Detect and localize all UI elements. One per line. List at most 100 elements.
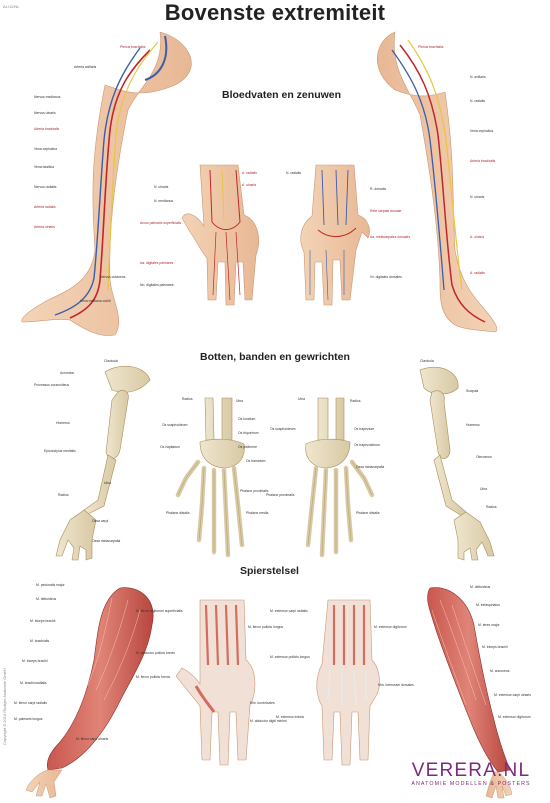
label: M. triceps brachii <box>22 659 48 663</box>
label: Arteria radialis <box>34 205 56 209</box>
label: M. triceps brachii <box>482 645 508 649</box>
label: Arteria ulnaris <box>34 225 55 229</box>
label: Os capitatum <box>160 445 180 449</box>
label: M. extensor carpi radialis <box>270 609 308 613</box>
brand-name: VERERA.NL <box>411 760 531 781</box>
label: M. abductor pollicis brevis <box>136 651 176 655</box>
label: Ulna <box>104 481 111 485</box>
label: N. axillaris <box>470 75 486 79</box>
label: Ulna <box>298 397 305 401</box>
bones-left-arm <box>55 365 151 561</box>
label: Ossa metacarpalia <box>92 539 121 543</box>
bones-right-hand <box>305 397 375 558</box>
label: M. abductor digiti minimi <box>250 719 287 723</box>
section-title-bones: Botten, banden en gewrichten <box>200 351 350 363</box>
blood-left-hand <box>181 164 259 306</box>
label: Radius <box>182 397 193 401</box>
label: Arcus palmaris superficialis <box>140 221 182 225</box>
page-title: Bovenste extremiteit <box>164 0 386 25</box>
label: Phalanx media <box>246 511 269 515</box>
blood-left-arm <box>21 31 192 336</box>
label: M. pectoralis major <box>36 583 65 587</box>
label: Phalanx proximalis <box>266 493 295 497</box>
label: Os lunatum <box>238 417 256 421</box>
label: N. radialis <box>286 171 302 175</box>
label: M. flexor pollicis longus <box>248 625 284 629</box>
label: M. extensor digitorum <box>498 715 531 719</box>
label: Vena cephalica <box>34 147 57 151</box>
label: Ossa metacarpalia <box>356 465 385 469</box>
label: Acromion <box>60 371 75 375</box>
label: N. ulnaris <box>154 185 169 189</box>
label: Os scaphoideum <box>270 427 296 431</box>
label: M. teres major <box>478 623 500 627</box>
label: Vena cephalica <box>470 129 493 133</box>
label: Nervus cutaneus <box>100 275 126 279</box>
label: Plexus brachialis <box>120 45 146 49</box>
label: Olecranon <box>476 455 492 459</box>
muscles-right-arm <box>427 587 513 799</box>
label: Os trapezium <box>354 427 375 431</box>
muscles-right-hand <box>316 599 380 766</box>
label: M. brachialis <box>30 639 50 643</box>
label: Phalanx distalis <box>356 511 380 515</box>
label: A. radialis <box>242 171 257 175</box>
section-title-blood-vessels: Bloedvaten en zenuwen <box>222 89 342 101</box>
label: Humerus <box>56 421 70 425</box>
label: Rete carpale dorsale <box>370 209 402 213</box>
label: Os hamatum <box>246 459 266 463</box>
label: Vena mediana cubiti <box>80 299 111 303</box>
label: M. flexor pollicis brevis <box>136 675 171 679</box>
label: A. radialis <box>470 271 485 275</box>
label: Epicondylus medialis <box>44 449 76 453</box>
label: Os trapezoideum <box>354 443 380 447</box>
label: M. infraspinatus <box>476 603 500 607</box>
label: M. extensor pollicis longus <box>270 655 310 659</box>
label: Radius <box>350 399 361 403</box>
bones-left-hand <box>175 397 245 558</box>
label: Radius <box>486 505 497 509</box>
label: Vena basilica <box>34 165 54 169</box>
label: Nn. digitales palmares <box>140 283 174 287</box>
label: Aa. metacarpales dorsales <box>370 235 411 239</box>
label: Mm. interossei dorsales <box>378 683 414 687</box>
label: A. ulnaris <box>470 235 485 239</box>
poster-code: AL/11/NL <box>3 4 20 9</box>
label: Arteria axillaris <box>74 65 97 69</box>
label: Nervus medianus <box>34 95 61 99</box>
label: Processus coracoideus <box>34 383 70 387</box>
label: Vv. digitales dorsales <box>370 275 402 279</box>
label: Os pisiforme <box>238 445 258 449</box>
label: M. brachioradialis <box>20 681 47 685</box>
label: Ulna <box>236 399 243 403</box>
bones-right-arm <box>419 366 495 561</box>
label: Phalanx distalis <box>166 511 190 515</box>
label: Arteria brachialis <box>34 127 60 131</box>
label: M. anconeus <box>490 669 510 673</box>
label: M. flexor carpi ulnaris <box>76 737 109 741</box>
brand-logo[interactable]: VERERA.NL ANATOMIE MODELLEN & POSTERS <box>396 760 546 787</box>
muscles-left-arm <box>25 587 154 799</box>
label: Os triquetrum <box>238 431 259 435</box>
label: N. ulnaris <box>470 195 485 199</box>
label: M. deltoideus <box>36 597 57 601</box>
label: M. flexor digitorum superficialis <box>136 609 183 613</box>
label: M. flexor carpi radialis <box>14 701 47 705</box>
label: N. medianus <box>154 199 174 203</box>
label: M. extensor indicis <box>276 715 305 719</box>
label: M. extensor carpi ulnaris <box>494 693 531 697</box>
label: Humerus <box>466 423 480 427</box>
label: Nervus radialis <box>34 185 57 189</box>
label: Phalanx proximalis <box>240 489 269 493</box>
label: M. biceps brachii <box>30 619 56 623</box>
label: M. palmaris longus <box>14 717 43 721</box>
brand-tagline: ANATOMIE MODELLEN & POSTERS <box>411 781 531 787</box>
label: Ossa carpi <box>92 519 109 523</box>
label: Mm. lumbricales <box>250 701 275 705</box>
blood-right-hand <box>300 164 370 306</box>
label: Scapula <box>466 389 479 393</box>
label: Nervus ulnaris <box>34 111 56 115</box>
label: Clavicula <box>104 359 118 363</box>
label: Ulna <box>480 487 487 491</box>
